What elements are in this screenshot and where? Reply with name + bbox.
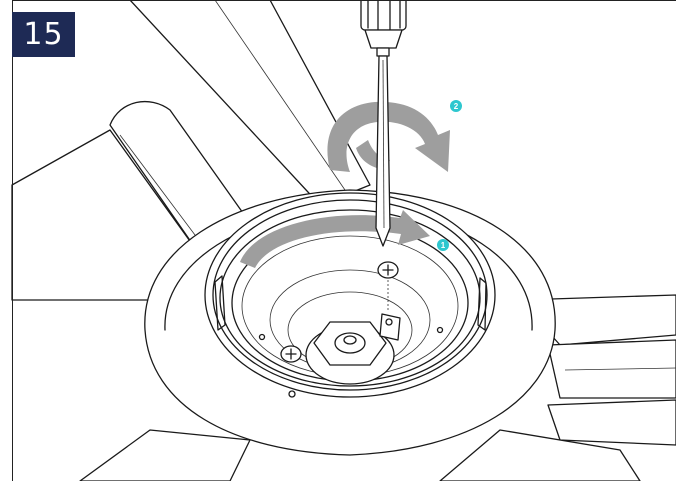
frame-border — [12, 0, 676, 481]
grounding-tab — [379, 313, 401, 341]
fan-blade-right — [519, 294, 676, 446]
fan-blade-bottom — [79, 429, 641, 481]
mounting-screw-left — [280, 345, 302, 363]
step-number-badge: 15 — [12, 12, 75, 57]
mounting-screw-top — [377, 261, 399, 312]
hub-center-nut — [305, 321, 395, 385]
callout-badge-2: 2 — [450, 100, 462, 112]
callout-badge-1: 1 — [437, 239, 449, 251]
callout-badge-1-label: 1 — [441, 241, 446, 250]
callout-badge-2-label: 2 — [454, 102, 459, 111]
step-number: 15 — [23, 17, 64, 52]
fan-blade-top-left — [129, 0, 371, 206]
screwdriver-icon — [360, 0, 407, 247]
